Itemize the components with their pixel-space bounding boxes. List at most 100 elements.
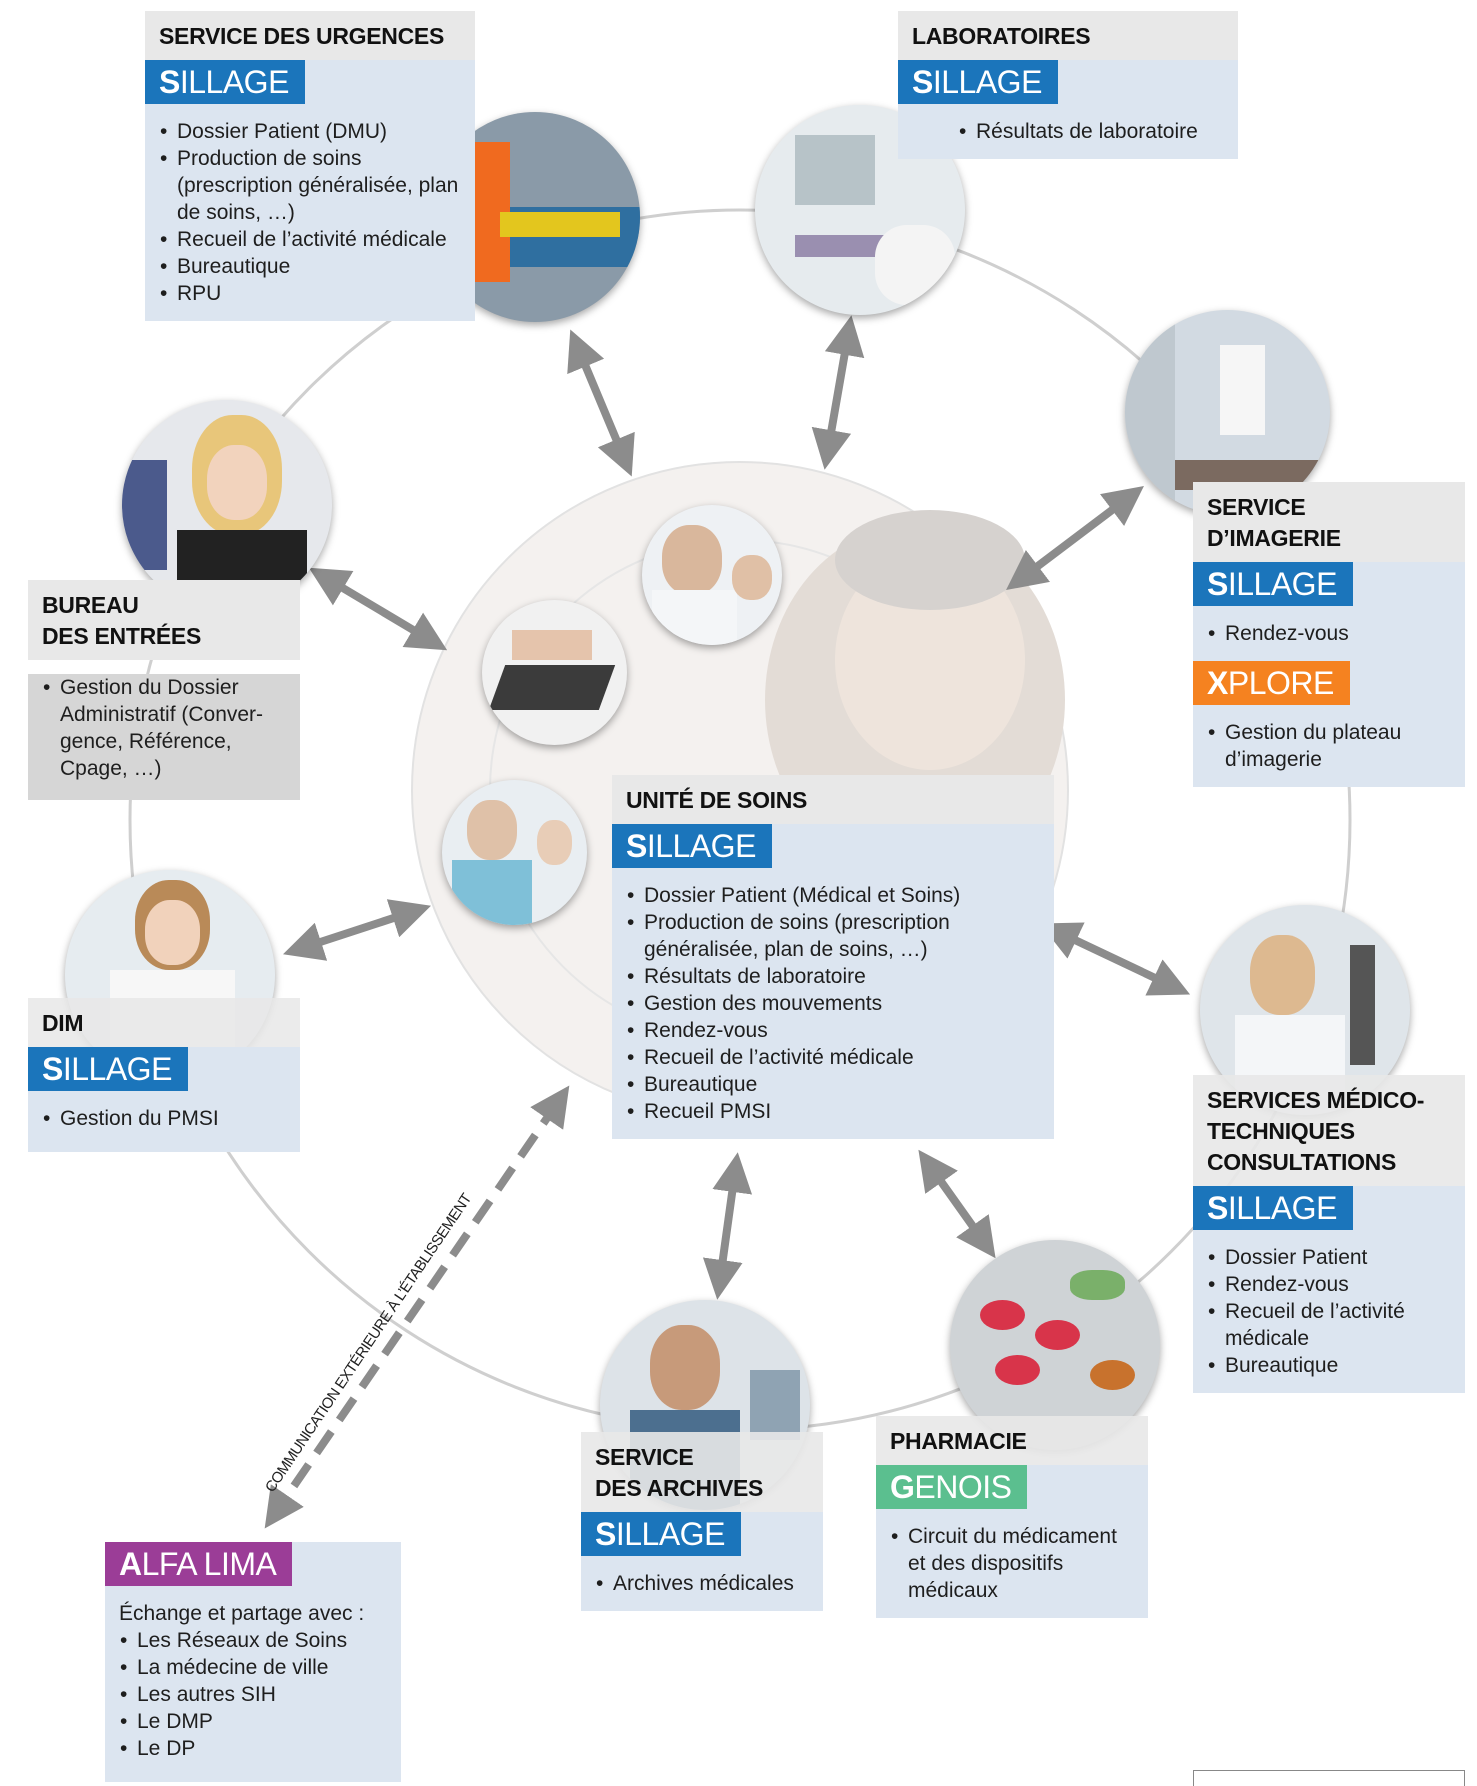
photo-nurses bbox=[442, 780, 587, 925]
arrow-archives bbox=[702, 1152, 753, 1300]
list-item: Gestion du plateau d’imagerie bbox=[1208, 719, 1451, 773]
list-item: Rendez-vous bbox=[627, 1017, 1040, 1044]
dim-box: DIM SILLAGE Gestion du PMSI bbox=[28, 998, 300, 1152]
list-item: Les autres SIH bbox=[120, 1681, 387, 1708]
center-patient-face bbox=[835, 550, 1025, 770]
list-item: Gestion du Dossier Administratif (Conver… bbox=[43, 674, 286, 782]
pharmacy-box: PHARMACIE GENOIS Circuit du médicament e… bbox=[876, 1416, 1148, 1618]
emergency-sillage-tag: SILLAGE bbox=[145, 60, 305, 104]
arrow-external-dashed bbox=[264, 1085, 570, 1529]
labs-body: SILLAGE Résultats de laboratoire bbox=[898, 60, 1238, 159]
list-item: Recueil de l’activité médicale bbox=[1208, 1298, 1451, 1352]
arrow-imaging bbox=[1006, 485, 1144, 591]
list-item: Rendez-vous bbox=[1208, 1271, 1451, 1298]
list-item: Résultats de laboratoire bbox=[959, 118, 1224, 145]
photo-pills bbox=[950, 1240, 1160, 1450]
photo-doctors-team bbox=[642, 505, 782, 645]
care-unit-title: UNITÉ DE SOINS bbox=[612, 775, 1054, 824]
external-list: Les Réseaux de Soins La médecine de vill… bbox=[105, 1627, 401, 1762]
archives-body: SILLAGE Archives médicales bbox=[581, 1512, 823, 1611]
list-item: Recueil de l’activité médicale bbox=[627, 1044, 1040, 1071]
list-item: Recueil de l’activité médicale bbox=[160, 226, 461, 253]
dim-list: Gestion du PMSI bbox=[28, 1105, 300, 1132]
emergency-box: SERVICE DES URGENCES SILLAGE Dossier Pat… bbox=[145, 11, 475, 321]
dim-sillage-tag: SILLAGE bbox=[28, 1047, 188, 1091]
list-item: Bureautique bbox=[1208, 1352, 1451, 1379]
imaging-sillage-tag: SILLAGE bbox=[1193, 562, 1353, 606]
list-item: Dossier Patient bbox=[1208, 1244, 1451, 1271]
emergency-title: SERVICE DES URGENCES bbox=[145, 11, 475, 60]
list-item: Bureautique bbox=[627, 1071, 1040, 1098]
list-item: Rendez-vous bbox=[1208, 620, 1451, 647]
imaging-list-2: Gestion du plateau d’imagerie bbox=[1193, 719, 1465, 773]
photo-laptop bbox=[482, 600, 627, 745]
external-alfa-lima-tag: ALFA LIMA bbox=[105, 1542, 293, 1586]
list-item: Les Réseaux de Soins bbox=[120, 1627, 387, 1654]
labs-box: LABORATOIRES SILLAGE Résultats de labora… bbox=[898, 11, 1238, 159]
admissions-list: Gestion du Dossier Administratif (Conver… bbox=[28, 674, 300, 782]
photo-receptionist bbox=[122, 400, 332, 610]
medtech-list: Dossier Patient Rendez-vous Recueil de l… bbox=[1193, 1244, 1465, 1379]
emergency-list: Dossier Patient (DMU) Production de soin… bbox=[145, 118, 475, 307]
list-item: La médecine de ville bbox=[120, 1654, 387, 1681]
list-item: Production de soins (prescription généra… bbox=[627, 909, 1040, 963]
care-unit-box: UNITÉ DE SOINS SILLAGE Dossier Patient (… bbox=[612, 775, 1054, 1139]
photo-laboratory bbox=[755, 105, 965, 315]
list-item: Le DP bbox=[120, 1735, 387, 1762]
pharmacy-body: GENOIS Circuit du médicament et des disp… bbox=[876, 1465, 1148, 1618]
admissions-body: Gestion du Dossier Administratif (Conver… bbox=[28, 674, 300, 800]
list-item: Gestion des mouvements bbox=[627, 990, 1040, 1017]
external-body: ALFA LIMA Échange et partage avec : Les … bbox=[105, 1542, 401, 1782]
empty-frame bbox=[1193, 1770, 1465, 1786]
arrow-admissions bbox=[308, 567, 448, 651]
external-intro: Échange et partage avec : bbox=[119, 1602, 365, 1625]
emergency-body: SILLAGE Dossier Patient (DMU) Production… bbox=[145, 60, 475, 321]
list-item: Archives médicales bbox=[596, 1570, 809, 1597]
list-item: Recueil PMSI bbox=[627, 1098, 1040, 1125]
list-item: Résultats de laboratoire bbox=[627, 963, 1040, 990]
medtech-body: SILLAGE Dossier Patient Rendez-vous Recu… bbox=[1193, 1186, 1465, 1393]
arrow-medtech bbox=[1039, 922, 1191, 996]
dim-title: DIM bbox=[28, 998, 300, 1047]
list-item: Production de soins (prescription généra… bbox=[160, 145, 461, 226]
list-item: Gestion du PMSI bbox=[43, 1105, 286, 1132]
arrow-pharmacy bbox=[918, 1149, 996, 1259]
pharmacy-list: Circuit du médicament et des dispositifs… bbox=[876, 1523, 1148, 1604]
imaging-body: SILLAGE Rendez-vous XPLORE Gestion du pl… bbox=[1193, 562, 1465, 787]
pharmacy-title: PHARMACIE bbox=[876, 1416, 1148, 1465]
arrow-dim bbox=[282, 899, 432, 961]
pharmacy-genois-tag: GENOIS bbox=[876, 1465, 1028, 1509]
photo-imaging bbox=[1125, 310, 1330, 515]
list-item: Dossier Patient (DMU) bbox=[160, 118, 461, 145]
imaging-xplore-tag: XPLORE bbox=[1193, 661, 1350, 705]
list-item: Le DMP bbox=[120, 1708, 387, 1735]
list-item: Dossier Patient (Médical et Soins) bbox=[627, 882, 1040, 909]
archives-list: Archives médicales bbox=[581, 1570, 823, 1597]
imaging-list: Rendez-vous bbox=[1193, 620, 1465, 647]
care-unit-sillage-tag: SILLAGE bbox=[612, 824, 772, 868]
archives-sillage-tag: SILLAGE bbox=[581, 1512, 741, 1556]
dim-body: SILLAGE Gestion du PMSI bbox=[28, 1047, 300, 1152]
labs-title: LABORATOIRES bbox=[898, 11, 1238, 60]
arrow-emergency bbox=[567, 329, 635, 477]
labs-sillage-tag: SILLAGE bbox=[898, 60, 1058, 104]
center-patient-hair bbox=[835, 510, 1025, 610]
arrow-labs bbox=[811, 315, 865, 470]
medtech-sillage-tag: SILLAGE bbox=[1193, 1186, 1353, 1230]
external-box: ALFA LIMA Échange et partage avec : Les … bbox=[105, 1542, 401, 1782]
care-unit-body: SILLAGE Dossier Patient (Médical et Soin… bbox=[612, 824, 1054, 1139]
list-item: RPU bbox=[160, 280, 461, 307]
list-item: Bureautique bbox=[160, 253, 461, 280]
labs-list: Résultats de laboratoire bbox=[898, 118, 1238, 145]
care-unit-list: Dossier Patient (Médical et Soins) Produ… bbox=[612, 882, 1054, 1125]
list-item: Circuit du médicament et des dispositifs… bbox=[891, 1523, 1134, 1604]
